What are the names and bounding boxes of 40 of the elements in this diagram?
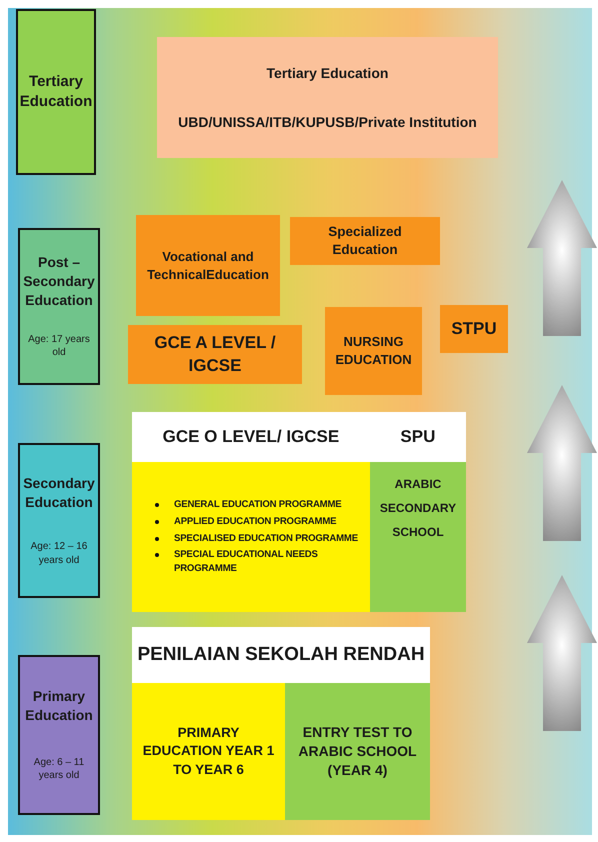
header-band <box>132 412 466 462</box>
level-box <box>18 443 100 598</box>
program-box <box>285 683 430 820</box>
level-box <box>18 228 100 385</box>
program-box <box>136 215 280 316</box>
level-heading: Tertiary Education <box>18 72 94 112</box>
column-heading: GCE O LEVEL/ IGCSE <box>162 426 340 448</box>
program-box <box>370 462 466 612</box>
box-text: ENTRY TEST TO ARABIC SCHOOL (YEAR 4) <box>297 723 418 780</box>
box-text: STPU <box>450 318 498 340</box>
list-item: SPECIALISED EDUCATION PROGRAMME <box>152 532 370 546</box>
level-heading: Primary Education <box>24 687 94 726</box>
box-text: GCE A LEVEL / IGCSE <box>153 332 277 376</box>
column-heading: SPU <box>399 426 436 448</box>
program-box <box>325 307 422 395</box>
program-box <box>132 627 430 683</box>
box-text: Vocational and TechnicalEducation <box>146 248 270 284</box>
list-item: APPLIED EDUCATION PROGRAMME <box>152 514 370 529</box>
age-note: Age: 12 – 16 years old <box>30 540 88 568</box>
box-text: PRIMARY EDUCATION YEAR 1 TO YEAR 6 <box>142 724 276 779</box>
level-heading: Secondary Education <box>22 474 96 512</box>
box-text: PENILAIAN SEKOLAH RENDAH <box>136 643 426 668</box>
box-text: ARABIC SECONDARY SCHOOL <box>378 476 458 541</box>
box-text: NURSING EDUCATION <box>334 333 413 369</box>
box-text: Specialized Education <box>327 222 403 259</box>
program-box <box>290 217 440 265</box>
list-item: GENERAL EDUCATION PROGRAMME <box>152 498 370 512</box>
level-box <box>18 655 100 815</box>
program-list-box <box>132 462 370 612</box>
age-note: Age: 6 – 11 years old <box>32 756 86 783</box>
level-box <box>16 9 96 175</box>
program-box <box>157 37 498 158</box>
program-box <box>128 325 302 384</box>
age-note: Age: 17 years old <box>27 332 91 360</box>
program-box <box>440 305 508 353</box>
level-heading: Post – Secondary Education <box>22 253 96 310</box>
box-heading: Tertiary Education <box>266 64 390 82</box>
list-item: SPECIAL EDUCATIONAL NEEDS PROGRAMME <box>152 548 370 576</box>
box-text: UBD/UNISSA/ITB/KUPUSB/Private Institution <box>177 112 478 132</box>
program-box <box>132 683 285 820</box>
